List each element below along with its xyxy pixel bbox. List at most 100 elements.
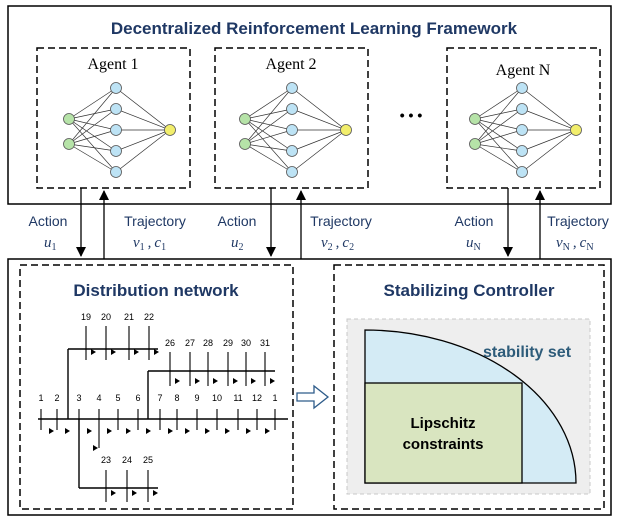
- bus-number-right: 27: [185, 338, 195, 348]
- nn-hidden-node: [110, 103, 122, 115]
- feeder-flow-arrow: [146, 428, 151, 434]
- nn-edge: [244, 118, 293, 131]
- nn-input-node: [239, 138, 251, 150]
- agent-label-n: Agent N: [496, 62, 551, 79]
- bus-number-main: 3: [76, 393, 81, 403]
- action-label-n: Action: [455, 213, 494, 229]
- feeder-flow-arrow: [126, 428, 131, 434]
- bus-number-right: 30: [241, 338, 251, 348]
- feeder-flow-arrow: [205, 428, 210, 434]
- nn-hidden-node: [286, 166, 298, 178]
- nn-edge: [244, 129, 293, 145]
- agent-box-n: [446, 47, 601, 189]
- bus-number-top: 21: [124, 312, 134, 322]
- nn-edge: [244, 87, 293, 145]
- nn-edge: [474, 87, 523, 145]
- feeder-flow-arrow: [153, 490, 158, 496]
- bus-number-main: 12: [252, 393, 262, 403]
- feeder-flow-arrow: [65, 428, 70, 434]
- nn-hidden-node: [286, 145, 298, 157]
- trajectory-vars-2: v2,c2: [321, 235, 354, 253]
- feeder-flow-arrow: [213, 378, 218, 384]
- bus-number-top: 19: [81, 312, 91, 322]
- nn-edge: [474, 108, 523, 120]
- bus-number-main: 7: [157, 393, 162, 403]
- feeder-flow-arrow: [233, 378, 238, 384]
- nn-edge: [115, 129, 171, 152]
- bus-number-main: 1: [272, 393, 277, 403]
- nn-edge: [474, 118, 523, 152]
- bus-number-bottom: 25: [143, 455, 153, 465]
- bus-number-main: 11: [233, 393, 242, 403]
- nn-edge: [68, 129, 117, 145]
- nn-input-node: [63, 138, 75, 150]
- feeder-flow-arrow: [132, 490, 137, 496]
- nn-hidden-node: [110, 166, 122, 178]
- feeder-flow-arrow: [154, 349, 159, 355]
- nn-edge: [115, 87, 171, 131]
- action-var-n: uN: [466, 235, 481, 253]
- agent-label-2: Agent 2: [265, 56, 316, 73]
- action-label-1: Action: [29, 213, 68, 229]
- stability-set-label: stability set: [483, 344, 572, 361]
- nn-input-node: [469, 138, 481, 150]
- bus-number-bottom: 23: [101, 455, 111, 465]
- bus-number-top: 22: [144, 312, 154, 322]
- neural-network-1: [63, 82, 176, 178]
- bus-number-main: 4: [96, 393, 101, 403]
- feeder-flow-arrow: [185, 428, 190, 434]
- neural-network-n: [469, 82, 582, 178]
- neural-network-2: [239, 82, 352, 178]
- nn-edge: [521, 87, 577, 131]
- trajectory-vars-1: v1,c1: [133, 235, 166, 253]
- nn-edge: [474, 118, 523, 173]
- nn-edge: [474, 129, 523, 145]
- feeder-flow-arrow: [168, 428, 173, 434]
- feeder-flow-arrow: [134, 349, 139, 355]
- distribution-network-box: [19, 264, 294, 510]
- trajectory-label-2: Trajectory: [310, 213, 372, 229]
- nn-edge: [291, 108, 347, 131]
- nn-edge: [474, 143, 523, 173]
- agent-box-1: [36, 47, 191, 189]
- nn-edge: [68, 87, 117, 145]
- feeder-flow-arrow: [91, 349, 96, 355]
- nn-input-node: [239, 113, 251, 125]
- nn-edge: [291, 129, 347, 173]
- nn-edge: [244, 108, 293, 145]
- bus-number-top: 20: [101, 312, 111, 322]
- framework-title: Decentralized Reinforcement Learning Fra…: [111, 19, 518, 38]
- nn-hidden-node: [516, 124, 528, 136]
- nn-hidden-node: [286, 82, 298, 94]
- nn-edge: [474, 87, 523, 120]
- nn-edge: [474, 108, 523, 145]
- lipschitz-label-line1: Lipschitz: [410, 415, 475, 432]
- nn-hidden-node: [516, 145, 528, 157]
- bus-number-bottom: 24: [122, 455, 132, 465]
- feeder-flow-arrow: [265, 428, 270, 434]
- nn-edge: [474, 118, 523, 131]
- nn-edge: [244, 108, 293, 120]
- bus-number-main: 10: [212, 393, 222, 403]
- bus-number-main: 2: [54, 393, 59, 403]
- feeder-flow-arrow: [111, 490, 116, 496]
- agent-ellipsis: • • •: [400, 107, 423, 123]
- nn-input-node: [63, 113, 75, 125]
- feeder-flow-arrow: [87, 428, 92, 434]
- nn-hidden-node: [110, 124, 122, 136]
- lipschitz-label-line2: constraints: [403, 436, 484, 453]
- action-var-1: u1: [44, 235, 57, 253]
- nn-input-node: [469, 113, 481, 125]
- feeder-flow-arrow: [270, 378, 275, 384]
- bus-number-main: 5: [115, 393, 120, 403]
- stabilizing-controller-title: Stabilizing Controller: [384, 281, 555, 300]
- action-label-2: Action: [218, 213, 257, 229]
- nn-edge: [68, 118, 117, 131]
- nn-hidden-node: [110, 145, 122, 157]
- bus-number-right: 28: [203, 338, 213, 348]
- nn-edge: [244, 143, 293, 152]
- nn-edge: [521, 129, 577, 152]
- action-var-2: u2: [231, 235, 244, 253]
- nn-edge: [521, 108, 577, 131]
